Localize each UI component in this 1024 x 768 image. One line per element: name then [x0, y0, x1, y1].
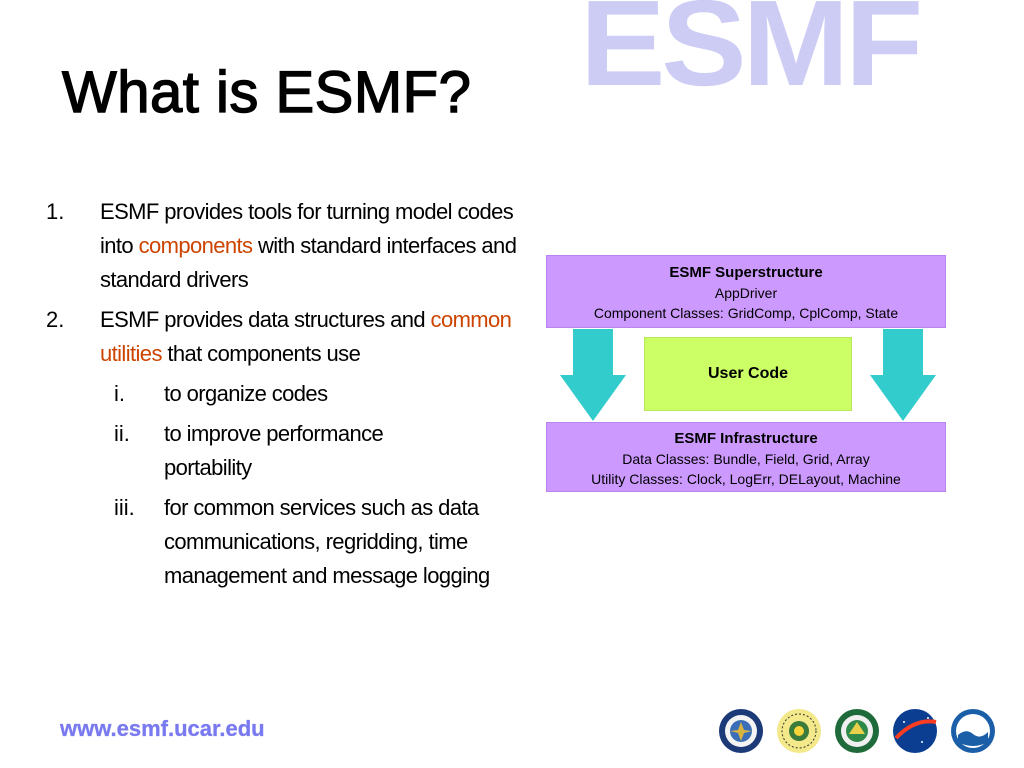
architecture-diagram: ESMF Superstructure AppDriver Component …: [546, 255, 946, 495]
superstructure-line: AppDriver: [714, 285, 778, 301]
user-code-box: User Code: [644, 337, 852, 411]
down-arrow-icon: [560, 329, 626, 421]
superstructure-box: ESMF Superstructure AppDriver Component …: [546, 255, 946, 328]
sub-list-item: ii. to improve performance portability: [46, 417, 546, 485]
sub-list-item: iii. for common services such as data co…: [46, 491, 566, 593]
list-item: 1. ESMF provides tools for turning model…: [46, 195, 546, 297]
national-science-foundation-logo-icon: [777, 709, 821, 753]
sub-list-item: i. to organize codes: [46, 377, 546, 411]
infrastructure-title: ESMF Infrastructure: [674, 430, 818, 447]
department-of-defense-seal-icon: [719, 709, 763, 753]
esmf-watermark: ESMF: [580, 0, 923, 111]
infrastructure-line: Data Classes: Bundle, Field, Grid, Array: [622, 451, 870, 467]
sub-list-text: for common services such as data communi…: [164, 495, 490, 588]
highlight-common-utilities: common utilities: [100, 307, 512, 366]
sub-list-text: to improve performance portability: [164, 421, 384, 480]
department-of-energy-seal-icon: [835, 709, 879, 753]
sub-list-text: to organize codes: [164, 381, 328, 406]
list-item-text: ESMF provides tools for turning model co…: [100, 199, 517, 292]
down-arrow-icon: [870, 329, 936, 421]
sub-list-number: ii.: [114, 421, 130, 446]
sponsor-logos: [718, 708, 1008, 754]
nasa-logo-icon: [893, 709, 937, 753]
list-item: 2. ESMF provides data structures and com…: [46, 303, 546, 371]
superstructure-title: ESMF Superstructure: [669, 264, 823, 281]
list-item-text: ESMF provides data structures and common…: [100, 307, 512, 366]
bullet-list: 1. ESMF provides tools for turning model…: [46, 195, 546, 599]
footer-url-link[interactable]: www.esmf.ucar.edu: [60, 716, 265, 741]
sub-list-number: i.: [114, 381, 125, 406]
sub-list-number: iii.: [114, 495, 135, 520]
noaa-logo-icon: [951, 709, 995, 753]
infrastructure-box: ESMF Infrastructure Data Classes: Bundle…: [546, 422, 946, 492]
superstructure-line: Component Classes: GridComp, CplComp, St…: [593, 305, 899, 321]
list-item-number: 1.: [46, 199, 65, 224]
list-item-number: 2.: [46, 307, 65, 332]
infrastructure-line: Utility Classes: Clock, LogErr, DELayout…: [591, 471, 901, 487]
slide-title: What is ESMF?: [61, 60, 472, 125]
highlight-components: components: [138, 233, 253, 258]
